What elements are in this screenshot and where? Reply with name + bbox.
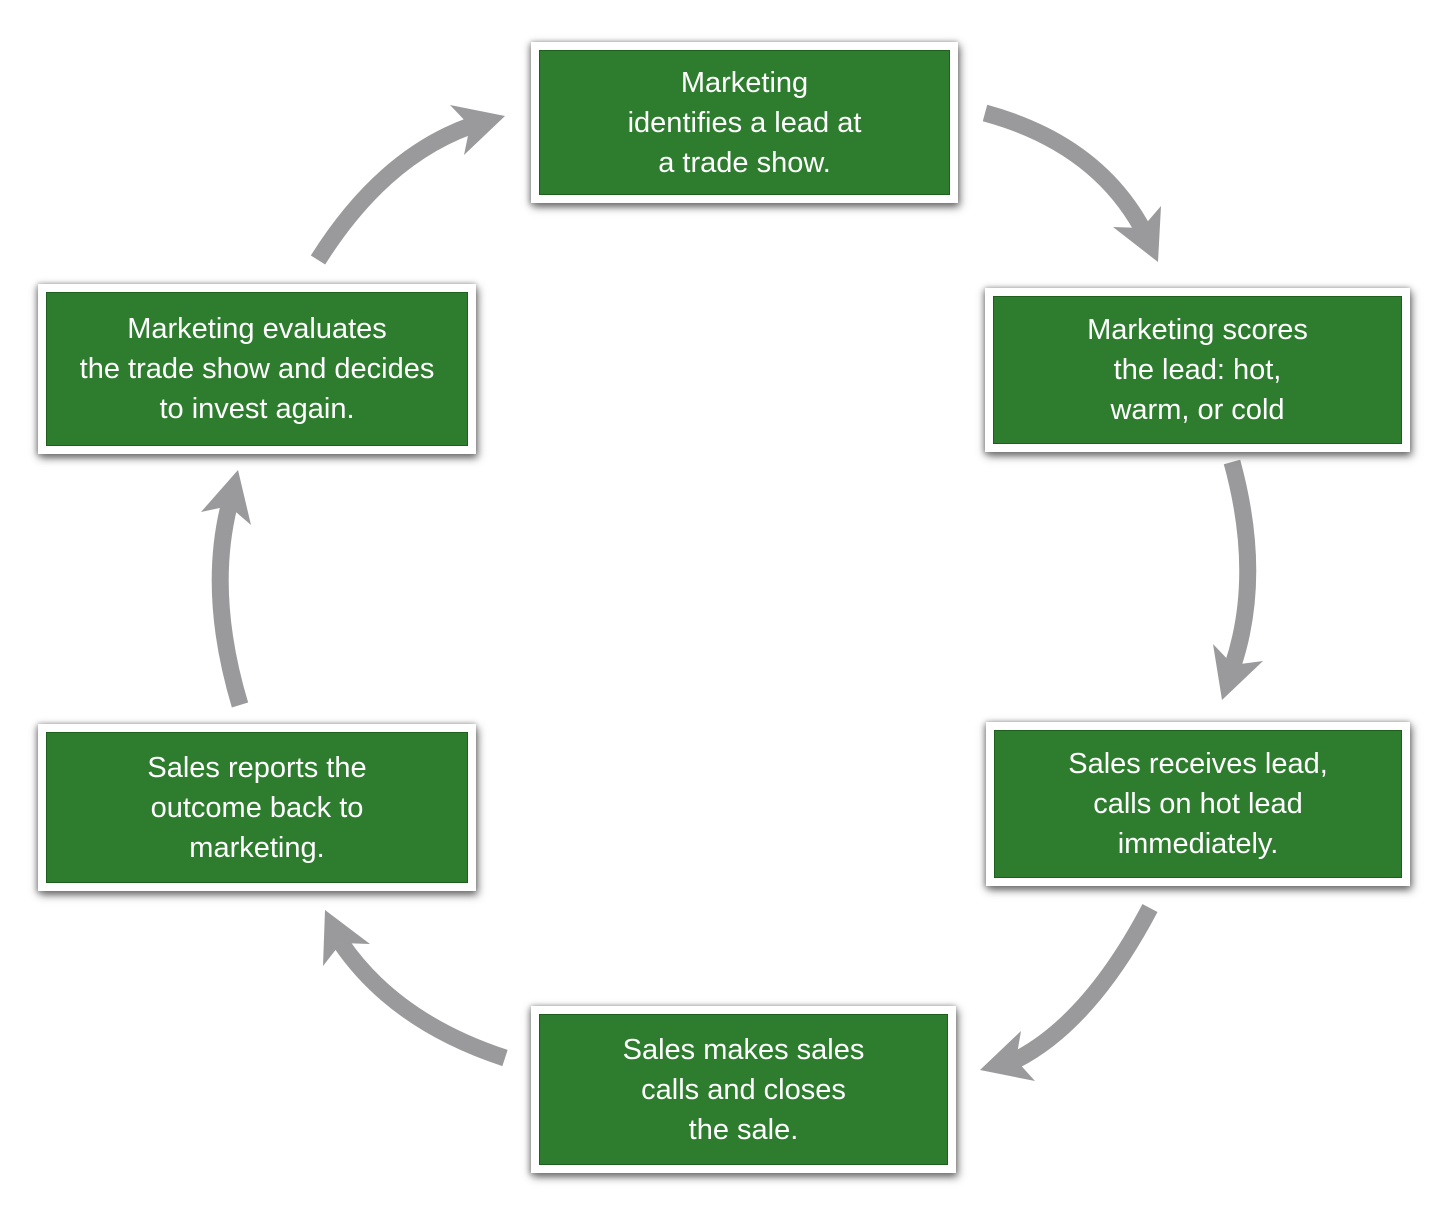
step-box-3: Sales receives lead, calls on hot lead i… xyxy=(986,722,1410,886)
step-box-5-fill: Sales reports the outcome back to market… xyxy=(46,732,468,883)
arrow-step2-to-step3-icon xyxy=(1213,459,1263,700)
step-box-5: Sales reports the outcome back to market… xyxy=(38,724,476,891)
step-box-1-fill: Marketing identifies a lead at a trade s… xyxy=(539,50,950,195)
arrow-step3-to-step4-icon xyxy=(980,904,1158,1081)
step-text-4: Sales makes sales calls and closes the s… xyxy=(622,1033,865,1146)
arrow-step6-to-step1-icon xyxy=(310,105,505,265)
step-text-2: Marketing scores the lead: hot, warm, or… xyxy=(1087,314,1308,426)
arrow-step5-to-step6-icon xyxy=(201,470,251,708)
step-box-6-fill: Marketing evaluates the trade show and d… xyxy=(46,292,468,446)
step-box-2-fill: Marketing scores the lead: hot, warm, or… xyxy=(993,296,1402,444)
step-box-2: Marketing scores the lead: hot, warm, or… xyxy=(985,288,1410,452)
step-text-1: Marketing identifies a lead at a trade s… xyxy=(627,66,862,179)
step-box-4-fill: Sales makes sales calls and closes the s… xyxy=(539,1014,948,1165)
arrow-step1-to-step2-icon xyxy=(982,104,1161,262)
step-box-3-fill: Sales receives lead, calls on hot lead i… xyxy=(994,730,1402,878)
step-text-3: Sales receives lead, calls on hot lead i… xyxy=(1068,748,1328,860)
step-box-4: Sales makes sales calls and closes the s… xyxy=(531,1006,956,1173)
step-text-6: Marketing evaluates the trade show and d… xyxy=(79,313,435,425)
step-box-1: Marketing identifies a lead at a trade s… xyxy=(531,42,958,203)
step-box-6: Marketing evaluates the trade show and d… xyxy=(38,284,476,454)
step-text-5: Sales reports the outcome back to market… xyxy=(147,751,367,864)
arrow-step4-to-step5-icon xyxy=(323,910,508,1067)
